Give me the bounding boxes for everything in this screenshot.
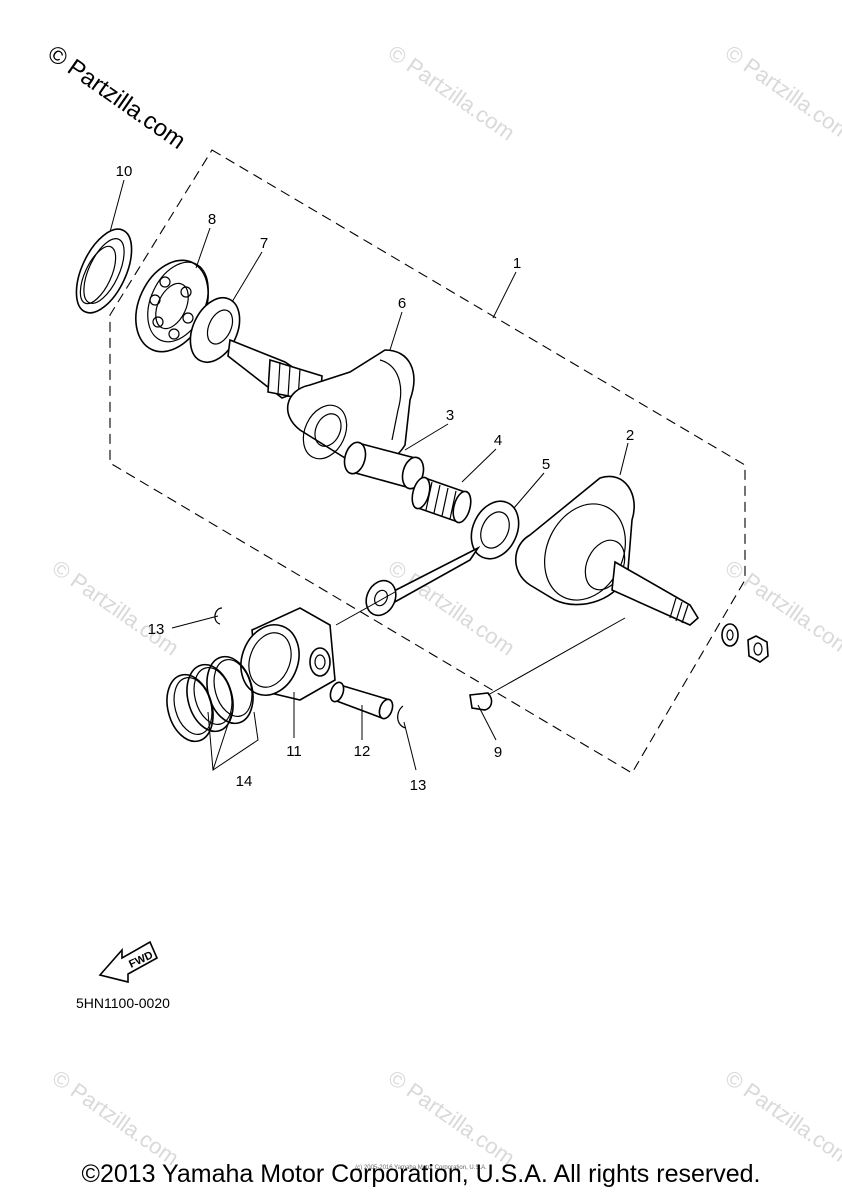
callout-3: 3 bbox=[446, 407, 454, 424]
needle-bearing-part bbox=[411, 476, 472, 524]
piston-part bbox=[240, 607, 336, 701]
nut-part bbox=[747, 635, 769, 663]
bearing-part bbox=[135, 259, 209, 353]
leader-line bbox=[619, 442, 629, 476]
leader-line bbox=[477, 704, 497, 741]
leader-line bbox=[461, 448, 497, 483]
circlip-part bbox=[214, 607, 223, 625]
leader-line bbox=[171, 615, 219, 629]
small-copyright: (c) 2005-2016 Yamaha Motor Corporation, … bbox=[355, 1165, 487, 1171]
diagram-code: 5HN1100-0020 bbox=[76, 995, 170, 1011]
callout-5: 5 bbox=[542, 456, 550, 473]
piston-pin-part bbox=[329, 681, 394, 720]
crank-right-part bbox=[515, 475, 700, 626]
oil-seal-part bbox=[75, 228, 133, 314]
callout-11: 11 bbox=[286, 743, 302, 760]
callout-13: 13 bbox=[148, 621, 165, 638]
leader-line bbox=[404, 423, 449, 451]
callout-13: 13 bbox=[410, 777, 427, 794]
callout-14: 14 bbox=[236, 773, 253, 790]
assembly-boundary bbox=[109, 149, 746, 774]
crank-pin-part bbox=[343, 441, 425, 490]
leader-line bbox=[513, 472, 545, 509]
callout-8: 8 bbox=[208, 211, 216, 228]
circlip-part bbox=[397, 705, 407, 729]
callout-7: 7 bbox=[260, 235, 268, 252]
connecting-rod-part bbox=[365, 500, 520, 617]
washer-part bbox=[721, 623, 739, 647]
assembly-centerline bbox=[487, 617, 626, 696]
assembly-centerline bbox=[335, 591, 396, 626]
copyright-footer: ©2013 Yamaha Motor Corporation, U.S.A. A… bbox=[81, 1160, 761, 1188]
callout-10: 10 bbox=[116, 163, 133, 180]
fwd-arrow-icon: FWD bbox=[98, 940, 159, 984]
collar-part bbox=[189, 297, 241, 363]
callout-9: 9 bbox=[494, 744, 502, 761]
leader-line bbox=[403, 721, 417, 771]
woodruff-key-part bbox=[469, 692, 493, 711]
crank-left-part bbox=[227, 338, 415, 467]
callout-1: 1 bbox=[513, 255, 521, 272]
leader-line bbox=[389, 311, 403, 351]
callout-6: 6 bbox=[398, 295, 406, 312]
leader-line bbox=[207, 711, 259, 771]
leader-line bbox=[195, 227, 211, 269]
piston-rings-part bbox=[166, 655, 254, 743]
callout-12: 12 bbox=[354, 743, 371, 760]
leader-line bbox=[109, 179, 125, 233]
callout-4: 4 bbox=[494, 432, 502, 449]
leader-line bbox=[492, 271, 517, 319]
leader-line bbox=[231, 251, 263, 303]
callout-2: 2 bbox=[626, 427, 634, 444]
